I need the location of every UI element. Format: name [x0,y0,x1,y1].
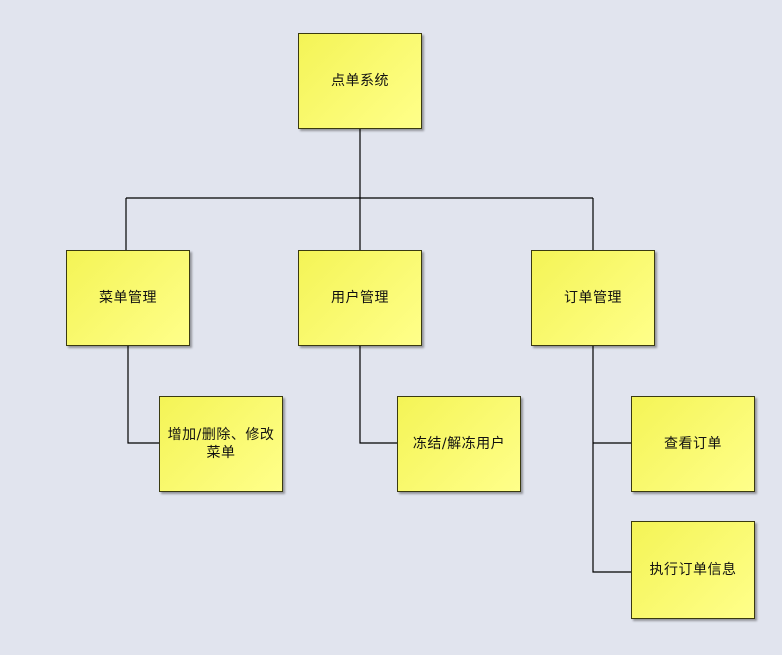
node-freeze-unfreeze-user-label: 冻结/解冻用户 [412,436,506,452]
node-order-management[interactable]: 订单管理 [531,250,655,346]
node-execute-order-info-label: 执行订单信息 [649,562,737,578]
node-view-orders[interactable]: 查看订单 [631,396,755,492]
node-freeze-unfreeze-user[interactable]: 冻结/解冻用户 [397,396,521,492]
node-menu-add-delete-edit[interactable]: 增加/删除、修改 菜单 [159,396,283,492]
node-root-label: 点单系统 [331,73,389,89]
connector-menu-to-edit [127,346,159,444]
node-view-orders-label: 查看订单 [664,436,722,452]
node-menu-add-delete-edit-label: 增加/删除、修改 菜单 [167,427,275,461]
node-user-management[interactable]: 用户管理 [298,250,422,346]
node-root[interactable]: 点单系统 [298,33,422,129]
node-menu-management-label: 菜单管理 [99,290,157,306]
node-menu-management[interactable]: 菜单管理 [66,250,190,346]
node-user-management-label: 用户管理 [331,290,389,306]
connector-user-to-freeze [359,346,397,444]
connector-order-trunk [592,346,631,573]
node-execute-order-info[interactable]: 执行订单信息 [631,521,755,619]
node-order-management-label: 订单管理 [564,290,622,306]
